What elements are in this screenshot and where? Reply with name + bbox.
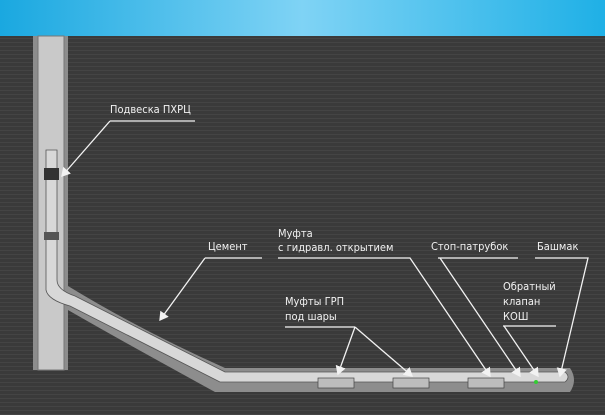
label-shoe: Башмак <box>537 240 578 253</box>
label-cement: Цемент <box>208 240 248 253</box>
label-stop-sub: Стоп-патрубок <box>431 240 508 253</box>
check-valve-indicator <box>534 380 538 384</box>
liner <box>45 149 569 383</box>
frac-sleeves <box>317 377 505 389</box>
ground <box>0 36 605 415</box>
sky-band <box>0 0 605 36</box>
hanger-body <box>44 232 59 240</box>
hanger-body <box>44 168 59 180</box>
label-hanger: Подвеска ПХРЦ <box>110 103 191 116</box>
